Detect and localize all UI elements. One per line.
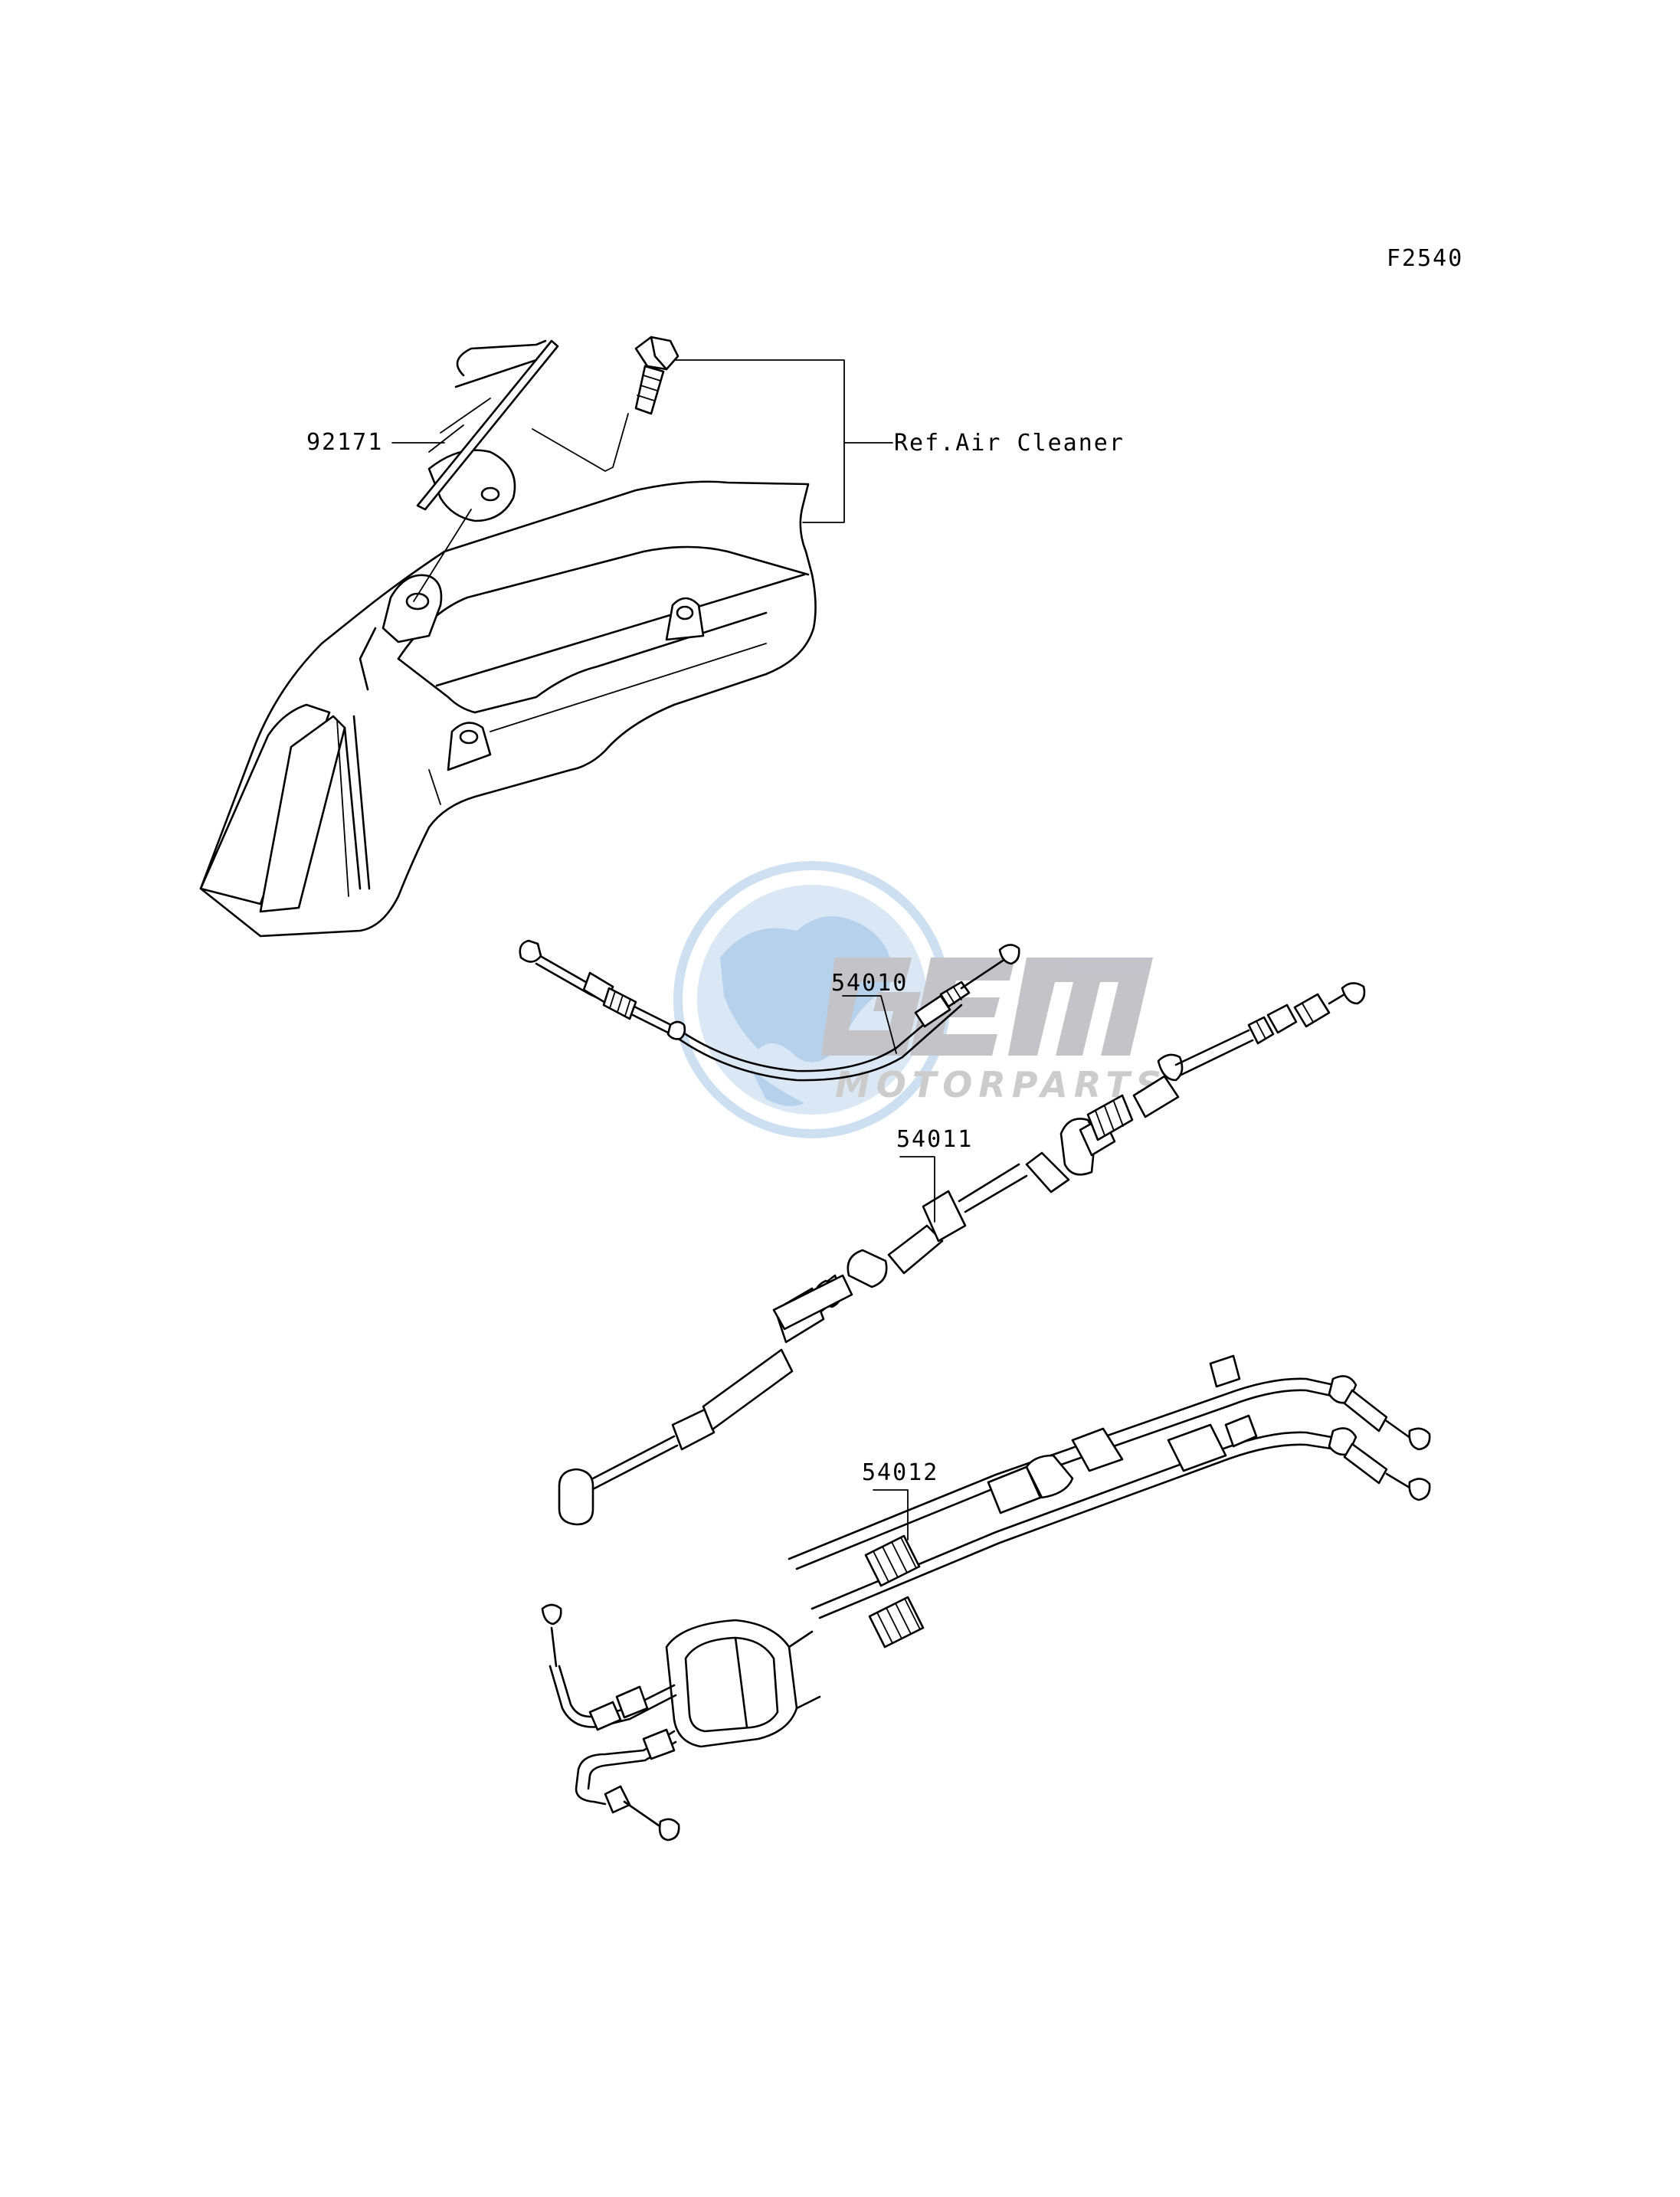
cable-part-54011[interactable]: [558, 982, 1366, 1526]
cable-54010-part-number: 54010: [831, 970, 908, 997]
reference-leaders: [391, 359, 893, 602]
clamp-part-number: 92171: [306, 429, 383, 456]
figure-code: F2540: [1387, 245, 1463, 272]
air-cleaner-housing: [199, 480, 817, 938]
watermark-subtext: MOTORPARTS: [835, 1064, 1167, 1105]
bolt-part[interactable]: [634, 336, 680, 415]
cable-54012-part-number: 54012: [862, 1459, 938, 1486]
gem-logo-letters: [821, 958, 1153, 1056]
gem-motorparts-watermark: MOTORPARTS: [673, 861, 1167, 1138]
cable-part-54012[interactable]: [541, 1354, 1431, 1842]
cable-54011-part-number: 54011: [896, 1126, 973, 1153]
cable-part-54010[interactable]: [519, 939, 1020, 1082]
ref-air-cleaner-label: Ref.Air Cleaner: [894, 430, 1125, 457]
clamp-part-92171[interactable]: [416, 339, 559, 522]
